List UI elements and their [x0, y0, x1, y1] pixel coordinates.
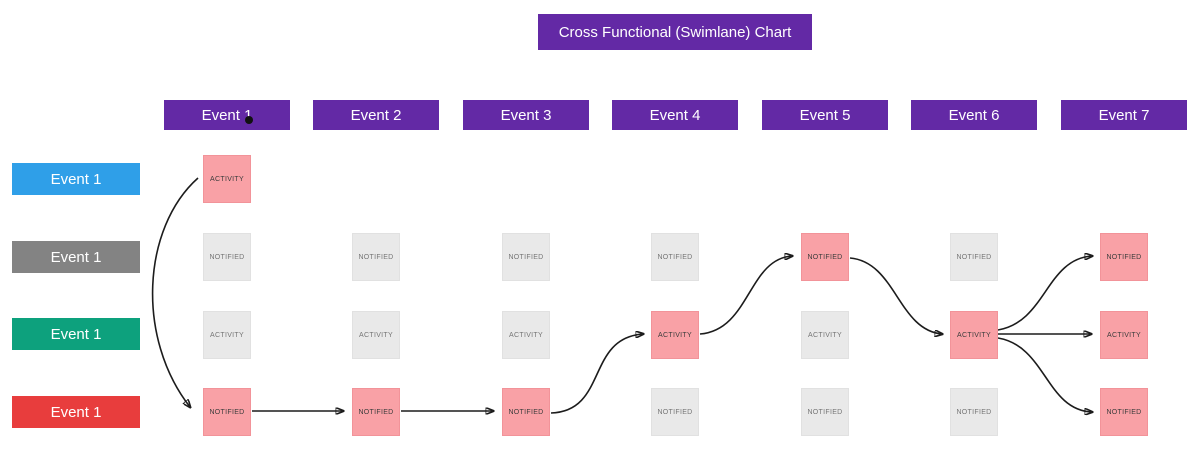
node-c1-l1-activity[interactable]: ACTIVITY	[203, 155, 251, 203]
node-c3-l4-notified[interactable]: NOTIFIED	[502, 388, 550, 436]
column-header-event-7[interactable]: Event 7	[1061, 100, 1187, 130]
node-c3-l2-notified[interactable]: NOTIFIED	[502, 233, 550, 281]
node-c6-l3-activity[interactable]: ACTIVITY	[950, 311, 998, 359]
connector-c5-l2-to-c6-l3[interactable]	[849, 257, 942, 334]
connector-c6-l3-to-c7-l2[interactable]	[997, 256, 1092, 331]
connector-c1-l1-to-c1-l4[interactable]	[151, 177, 199, 407]
node-c6-l4-notified[interactable]: NOTIFIED	[950, 388, 998, 436]
node-c6-l2-notified[interactable]: NOTIFIED	[950, 233, 998, 281]
node-c2-l4-notified[interactable]: NOTIFIED	[352, 388, 400, 436]
chart-title[interactable]: Cross Functional (Swimlane) Chart	[538, 14, 812, 50]
column-header-event-5[interactable]: Event 5	[762, 100, 888, 130]
column-header-event-2[interactable]: Event 2	[313, 100, 439, 130]
connector-c4-l3-to-c5-l2[interactable]	[699, 256, 792, 335]
node-c7-l2-notified[interactable]: NOTIFIED	[1100, 233, 1148, 281]
node-c7-l4-notified[interactable]: NOTIFIED	[1100, 388, 1148, 436]
lane-label-gray[interactable]: Event 1	[12, 241, 140, 273]
node-c5-l4-notified[interactable]: NOTIFIED	[801, 388, 849, 436]
node-c3-l3-activity[interactable]: ACTIVITY	[502, 311, 550, 359]
column-header-event-3[interactable]: Event 3	[463, 100, 589, 130]
lane-label-green[interactable]: Event 1	[12, 318, 140, 350]
node-c4-l2-notified[interactable]: NOTIFIED	[651, 233, 699, 281]
node-c1-l2-notified[interactable]: NOTIFIED	[203, 233, 251, 281]
connector-c6-l3-to-c7-l4[interactable]	[997, 337, 1092, 412]
node-c2-l3-activity[interactable]: ACTIVITY	[352, 311, 400, 359]
node-c7-l3-activity[interactable]: ACTIVITY	[1100, 311, 1148, 359]
node-c1-l3-activity[interactable]: ACTIVITY	[203, 311, 251, 359]
lane-label-red[interactable]: Event 1	[12, 396, 140, 428]
node-c5-l3-activity[interactable]: ACTIVITY	[801, 311, 849, 359]
node-c2-l2-notified[interactable]: NOTIFIED	[352, 233, 400, 281]
node-c5-l2-notified[interactable]: NOTIFIED	[801, 233, 849, 281]
lane-label-blue[interactable]: Event 1	[12, 163, 140, 195]
cursor-dot	[245, 116, 253, 124]
column-header-event-6[interactable]: Event 6	[911, 100, 1037, 130]
column-header-event-1[interactable]: Event 1	[164, 100, 290, 130]
column-header-event-4[interactable]: Event 4	[612, 100, 738, 130]
node-c4-l4-notified[interactable]: NOTIFIED	[651, 388, 699, 436]
node-c4-l3-activity[interactable]: ACTIVITY	[651, 311, 699, 359]
connector-c3-l4-to-c4-l3[interactable]	[550, 334, 643, 414]
node-c1-l4-notified[interactable]: NOTIFIED	[203, 388, 251, 436]
